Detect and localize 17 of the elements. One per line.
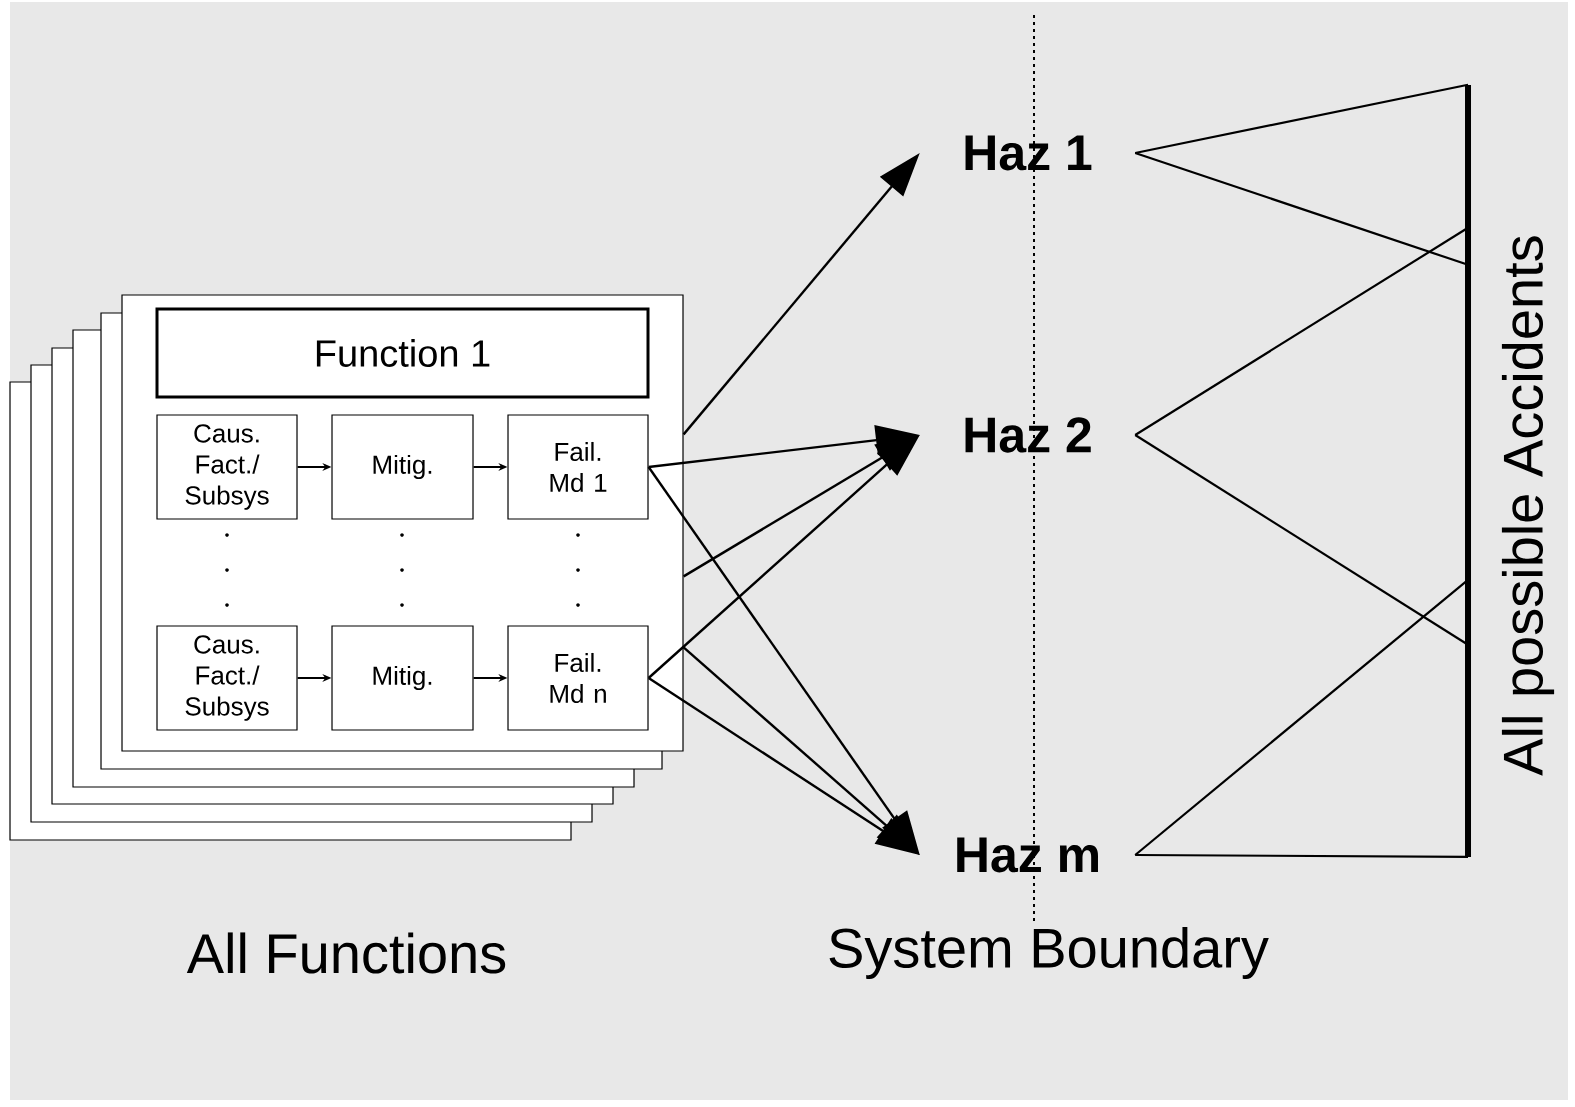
caption-text: System Boundary [829, 926, 1269, 980]
process-box: Mitig. [331, 625, 474, 731]
hazard-label: Haz 2 [965, 417, 1091, 453]
hazard-label: Haz m [957, 837, 1098, 873]
connector-line [1134, 578, 1469, 856]
process-box: Mitig. [331, 414, 474, 520]
caption-text: All Functions [186, 932, 506, 974]
process-box: Caus. Fact./ Subsys [156, 625, 298, 731]
hazard-label: Haz 1 [965, 135, 1092, 171]
function-title-box: Function 1 [155, 307, 650, 399]
process-box: Caus. Fact./ Subsys [156, 414, 298, 520]
accident-bar [1465, 85, 1471, 857]
caption-text: All possible Accidents [1501, 236, 1555, 776]
connector-line [1135, 83, 1469, 155]
process-box: Fail. Md 1 [507, 414, 649, 520]
process-box: Fail. Md n [507, 625, 649, 731]
connector-line [1135, 853, 1468, 858]
